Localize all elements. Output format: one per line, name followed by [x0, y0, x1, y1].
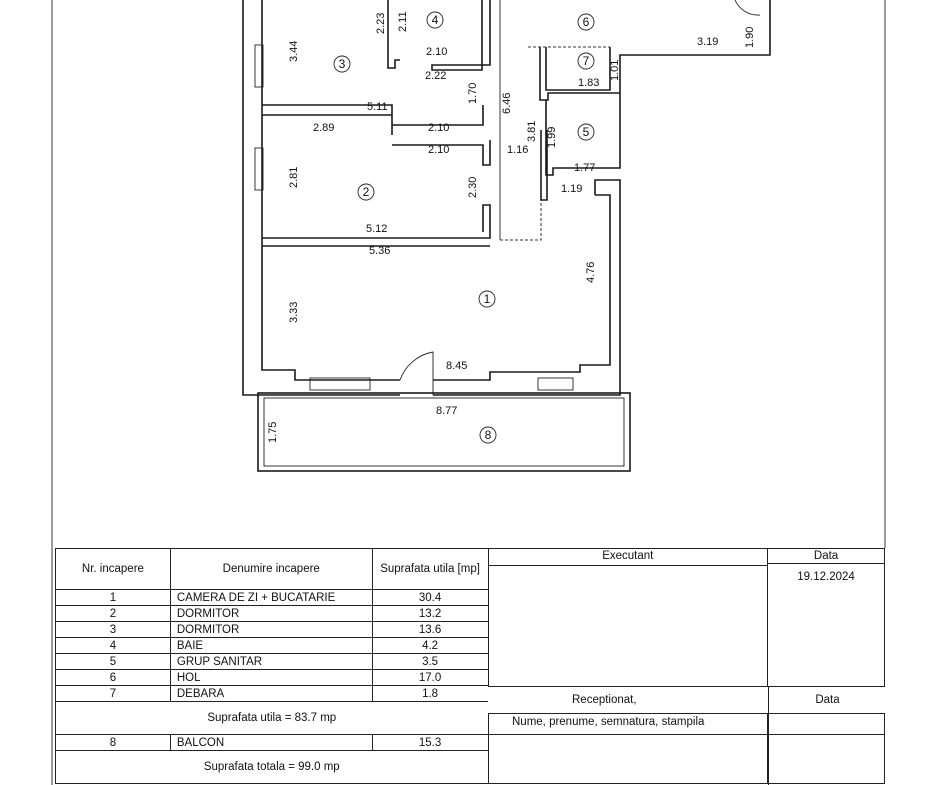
dim-label: 2.11 — [397, 11, 409, 32]
dim-label: 3.33 — [288, 302, 300, 323]
header-name: Denumire incapere — [169, 548, 373, 590]
dim-label: 2.10 — [428, 122, 449, 134]
walls — [242, 0, 771, 472]
dim-label: 2.89 — [313, 122, 334, 134]
signature-hint: Nume, prenume, semnatura, stampila — [512, 716, 705, 728]
room-schedule-table: Nr. incapere Denumire incapere Suprafata… — [55, 548, 885, 784]
dim-label: 4.76 — [585, 262, 597, 283]
svg-text:6: 6 — [583, 15, 590, 29]
dim-label: 1.01 — [609, 60, 621, 81]
dim-label: 1.75 — [267, 422, 279, 443]
svg-text:8: 8 — [485, 428, 492, 442]
room-marker-7: 7 — [577, 52, 595, 70]
svg-text:1: 1 — [484, 292, 491, 306]
dim-label: 1.99 — [546, 127, 558, 148]
room-marker-6: 6 — [577, 13, 595, 31]
room-marker-2: 2 — [357, 183, 375, 201]
date-label-2: Data — [768, 687, 886, 713]
room-marker-5: 5 — [577, 123, 595, 141]
useful-area-total: Suprafata utila = 83.7 mp — [55, 701, 489, 735]
room-marker-8: 8 — [479, 426, 497, 444]
room-markers: 1 2 3 4 5 6 7 8 — [333, 11, 595, 444]
dim-label: 5.12 — [366, 223, 387, 235]
dim-label: 2.81 — [288, 167, 300, 188]
dim-label: 1.77 — [574, 162, 595, 174]
receptionat-header: Receptionat, Data — [488, 686, 885, 714]
dimension-labels: 3.44 2.23 2.11 2.10 2.22 1.70 5.11 2.89 … — [267, 11, 756, 443]
room-marker-3: 3 — [333, 55, 351, 73]
dim-label: 3.19 — [697, 36, 718, 48]
dim-label: 5.11 — [367, 101, 388, 113]
dim-label: 6.46 — [501, 93, 513, 114]
dim-label: 1.19 — [561, 183, 582, 195]
svg-text:5: 5 — [583, 125, 590, 139]
dim-label: 3.81 — [526, 121, 538, 142]
executant-label: Executant — [488, 549, 768, 566]
receptionat-label: Receptionat, — [572, 694, 637, 706]
dim-label: 1.83 — [578, 77, 599, 89]
dim-label: 2.23 — [375, 13, 387, 34]
dim-label: 8.45 — [446, 360, 467, 372]
dim-label: 1.90 — [744, 27, 756, 48]
room-marker-1: 1 — [478, 290, 496, 308]
dim-label: 5.36 — [369, 245, 390, 257]
date-label: Data — [768, 549, 884, 564]
svg-text:2: 2 — [363, 185, 370, 199]
dim-label: 1.16 — [507, 144, 528, 156]
date-value: 19.12.2024 — [797, 571, 855, 583]
table-row-balcony: 8 BALCON 15.3 — [55, 734, 885, 784]
dim-label: 2.10 — [428, 144, 449, 156]
receptionat-cell — [487, 734, 769, 784]
grand-total: Suprafata totala = 99.0 mp — [55, 750, 489, 784]
header-nr: Nr. incapere — [55, 548, 171, 590]
svg-text:3: 3 — [339, 57, 346, 71]
header-area: Suprafata utila [mp] — [371, 548, 489, 590]
dim-label: 2.30 — [467, 177, 479, 198]
room-marker-4: 4 — [426, 11, 444, 29]
dim-label: 2.22 — [425, 70, 446, 82]
dim-label: 2.10 — [426, 46, 447, 58]
dim-label: 8.77 — [436, 405, 457, 417]
svg-text:7: 7 — [583, 54, 590, 68]
dim-label: 1.70 — [467, 83, 479, 104]
dim-label: 3.44 — [288, 41, 300, 62]
column-divider — [768, 712, 769, 785]
svg-text:4: 4 — [432, 13, 439, 27]
